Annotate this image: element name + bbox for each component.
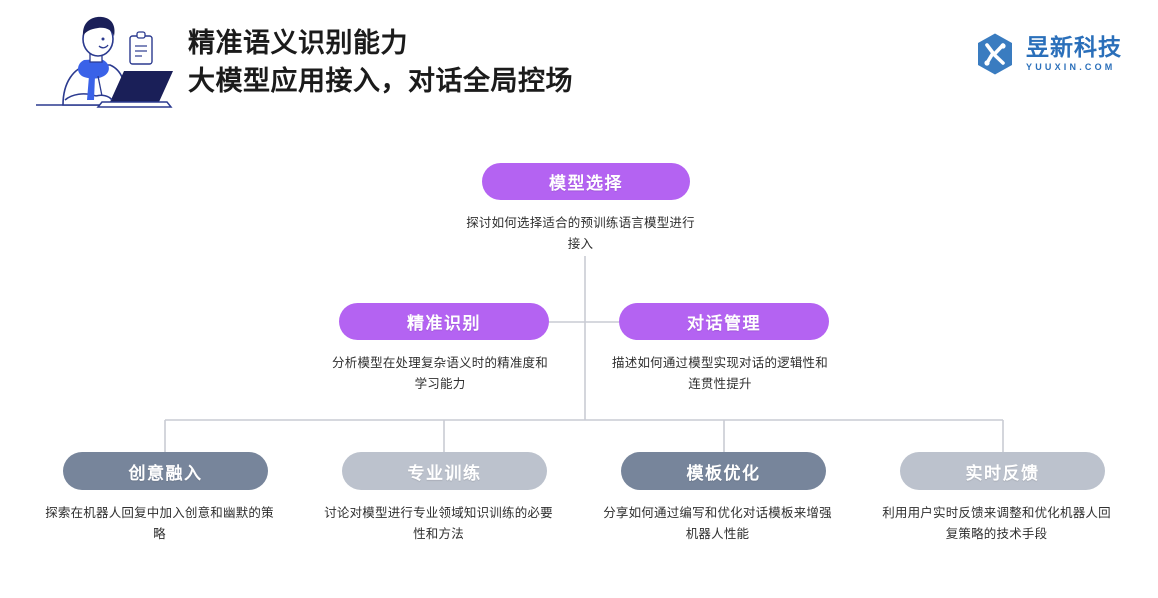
brand-domain: YUUXIN.COM [1026, 62, 1116, 72]
page-title-line-2: 大模型应用接入，对话全局控场 [188, 66, 573, 96]
page-title: 精准语义识别能力 大模型应用接入，对话全局控场 [188, 24, 888, 100]
node-description-recognition: 分析模型在处理复杂语义时的精准度和学习能力 [332, 356, 548, 391]
page-header: 精准语义识别能力 大模型应用接入，对话全局控场 昱新科技 YUUXIN.COM [0, 0, 1158, 120]
hierarchy-diagram: 模型选择 探讨如何选择适合的预训练语言模型进行接入 精准识别 分析模型在处理复杂… [0, 120, 1158, 598]
node-description-training: 讨论对模型进行专业领域知识训练的必要性和方法 [324, 506, 553, 541]
diagram-node-feedback[interactable]: 实时反馈 利用用户实时反馈来调整和优化机器人回复策略的技术手段 [882, 452, 1111, 545]
hexagon-logo-icon [973, 32, 1017, 76]
node-label-root[interactable]: 模型选择 [482, 163, 690, 200]
diagram-node-template[interactable]: 模板优化 分享如何通过编写和优化对话模板来增强机器人性能 [603, 452, 832, 545]
brand-text: 昱新科技 YUUXIN.COM [1026, 36, 1122, 72]
node-description-dialog: 描述如何通过模型实现对话的逻辑性和连贯性提升 [612, 356, 828, 391]
diagram-node-training[interactable]: 专业训练 讨论对模型进行专业领域知识训练的必要性和方法 [324, 452, 553, 545]
node-label-template[interactable]: 模板优化 [621, 452, 826, 490]
node-description-root: 探讨如何选择适合的预训练语言模型进行接入 [466, 216, 695, 251]
node-label-dialog[interactable]: 对话管理 [619, 303, 829, 340]
brand-logo: 昱新科技 YUUXIN.COM [973, 32, 1122, 76]
diagram-node-recognition[interactable]: 精准识别 分析模型在处理复杂语义时的精准度和学习能力 [332, 303, 549, 395]
person-working-on-laptop-illustration [32, 8, 180, 112]
diagram-node-root[interactable]: 模型选择 探讨如何选择适合的预训练语言模型进行接入 [466, 163, 695, 255]
node-description-feedback: 利用用户实时反馈来调整和优化机器人回复策略的技术手段 [882, 506, 1111, 541]
diagram-node-creative[interactable]: 创意融入 探索在机器人回复中加入创意和幽默的策略 [45, 452, 274, 545]
node-label-training[interactable]: 专业训练 [342, 452, 547, 490]
diagram-node-dialog[interactable]: 对话管理 描述如何通过模型实现对话的逻辑性和连贯性提升 [612, 303, 829, 395]
node-description-template: 分享如何通过编写和优化对话模板来增强机器人性能 [603, 506, 832, 541]
node-label-feedback[interactable]: 实时反馈 [900, 452, 1105, 490]
brand-name: 昱新科技 [1026, 34, 1122, 60]
node-label-recognition[interactable]: 精准识别 [339, 303, 549, 340]
node-label-creative[interactable]: 创意融入 [63, 452, 268, 490]
node-description-creative: 探索在机器人回复中加入创意和幽默的策略 [45, 506, 274, 541]
page-title-line-1: 精准语义识别能力 [188, 28, 408, 58]
